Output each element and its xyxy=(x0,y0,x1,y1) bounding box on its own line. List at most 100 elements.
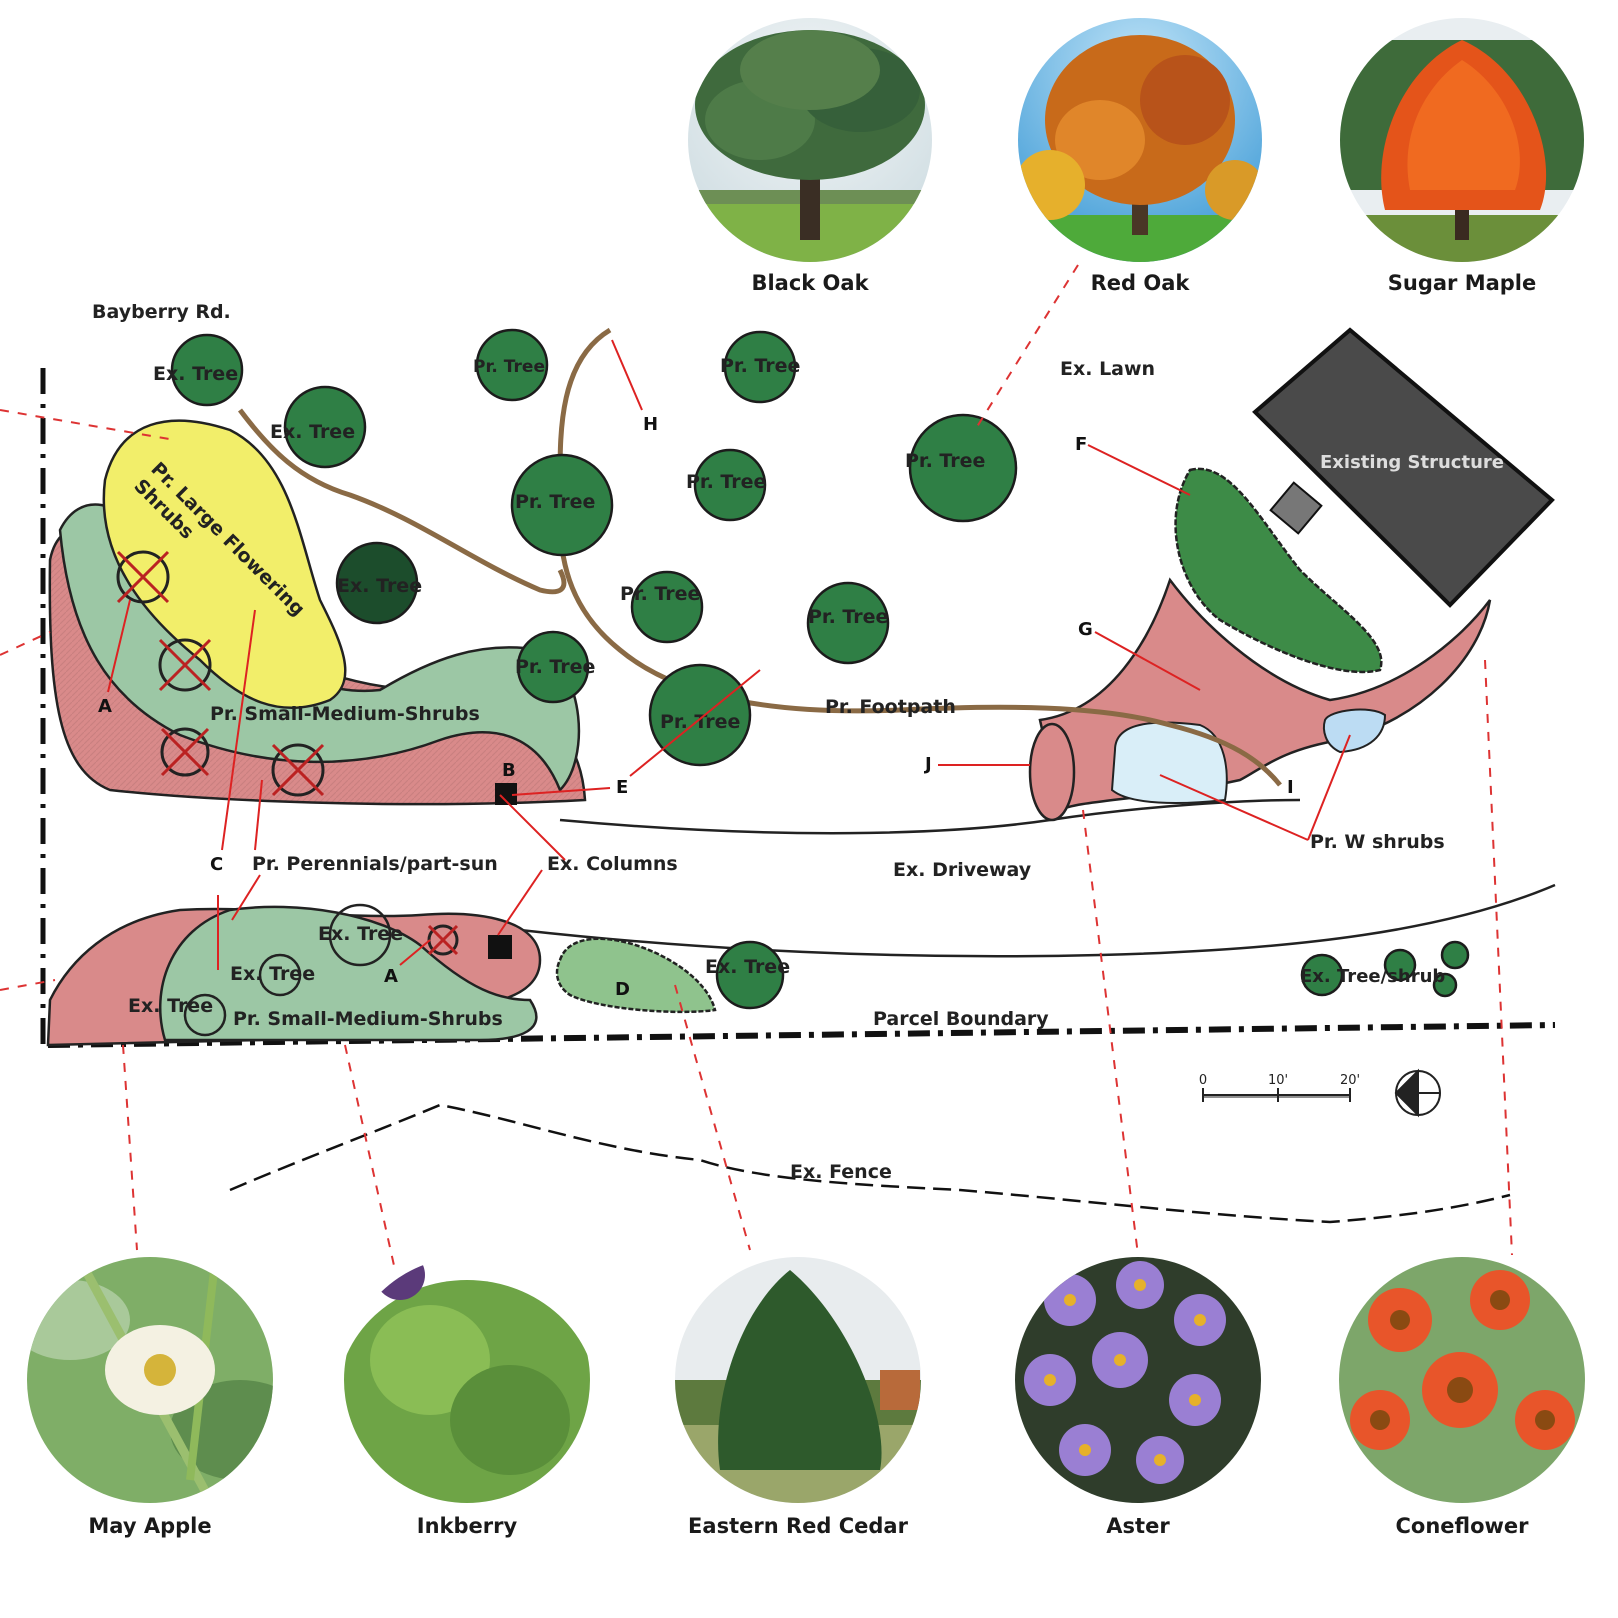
tree-ex-2 xyxy=(283,385,367,469)
label-tree-ex-3: Ex. Tree xyxy=(337,575,422,597)
label-tree-ex-7: Ex. Tree xyxy=(705,956,790,978)
site-plan: 0 10' 20' xyxy=(40,327,1560,1240)
perennial-bed-j xyxy=(1028,722,1076,822)
key-h: H xyxy=(643,414,658,435)
w-shrub-left xyxy=(1110,721,1228,804)
key-e: E xyxy=(616,777,628,798)
photo-sugar-maple xyxy=(1340,18,1584,262)
label-tree-ex-2: Ex. Tree xyxy=(270,421,355,443)
key-f: F xyxy=(1075,434,1087,455)
label-tree-pr-8: Pr. Tree xyxy=(660,711,740,733)
label-driveway: Ex. Driveway xyxy=(893,859,1032,881)
w-shrub-right xyxy=(1322,708,1387,754)
label-tree-pr-3: Pr. Tree xyxy=(515,491,595,513)
key-a-north: A xyxy=(98,696,112,717)
label-tree-ex-4: Ex. Tree xyxy=(318,923,403,945)
label-red-oak: Red Oak xyxy=(1091,271,1191,295)
label-inkberry: Inkberry xyxy=(417,1514,518,1538)
label-w-shrubs: Pr. W shrubs xyxy=(1310,831,1445,853)
label-tree-pr-9: Pr. Tree xyxy=(905,450,985,472)
tree-pr-2 xyxy=(723,330,797,404)
key-b: B xyxy=(502,760,516,781)
photo-may-apple xyxy=(27,1257,273,1503)
tree-pr-1 xyxy=(475,328,549,402)
tree-pr-3 xyxy=(510,453,614,557)
driveway-edge-bottom xyxy=(519,883,1556,958)
tree-pr-7 xyxy=(806,581,890,665)
label-eastern-red-cedar: Eastern Red Cedar xyxy=(688,1514,909,1538)
label-tree-pr-2: Pr. Tree xyxy=(720,355,800,377)
north-arrow-icon xyxy=(1394,1068,1441,1118)
tree-ex-outline-2 xyxy=(258,953,302,997)
label-lawn: Ex. Lawn xyxy=(1060,358,1155,380)
label-aster: Aster xyxy=(1106,1514,1170,1538)
scale-bar xyxy=(1202,1088,1351,1102)
tree-ex-6 xyxy=(1383,948,1417,982)
tree-ex-1 xyxy=(170,333,244,407)
label-tree-pr-7: Pr. Tree xyxy=(808,606,888,628)
tree-pr-5 xyxy=(630,570,704,644)
label-tree-pr-6: Pr. Tree xyxy=(515,656,595,678)
tree-pr-4 xyxy=(693,448,767,522)
large-flowering-shrub-bed xyxy=(102,419,347,709)
column-north xyxy=(495,783,517,805)
key-d: D xyxy=(615,979,630,1000)
key-a-south: A xyxy=(384,966,398,987)
tree-ex-5 xyxy=(1300,953,1344,997)
label-may-apple: May Apple xyxy=(88,1514,211,1538)
tree-ex-4 xyxy=(715,940,785,1010)
tree-pr-9 xyxy=(908,413,1018,523)
photo-inkberry xyxy=(344,1257,590,1503)
footpath-spur xyxy=(238,408,567,595)
label-tree-pr-1: Pr. Tree xyxy=(473,357,545,377)
label-fence: Ex. Fence xyxy=(790,1161,892,1183)
label-columns: Ex. Columns xyxy=(547,853,678,875)
label-parcel: Parcel Boundary xyxy=(873,1008,1049,1030)
photo-aster xyxy=(1015,1257,1261,1503)
shrub-bed-south xyxy=(158,905,538,1042)
tree-ex-8 xyxy=(1432,972,1458,998)
label-small-medium-shrubs-north: Pr. Small-Medium-Shrubs xyxy=(210,703,480,725)
label-tree-ex-5: Ex. Tree xyxy=(230,963,315,985)
scale-10: 10' xyxy=(1268,1073,1288,1088)
label-tree-ex-1: Ex. Tree xyxy=(153,363,238,385)
label-black-oak: Black Oak xyxy=(751,271,869,295)
label-tree-pr-5: Pr. Tree xyxy=(620,583,700,605)
existing-structure xyxy=(1252,327,1555,608)
label-tree-shrub: Ex. Tree/shrub xyxy=(1300,966,1445,987)
label-road: Bayberry Rd. xyxy=(92,301,231,323)
tree-ex-outline-1 xyxy=(328,903,392,967)
cedar-shrub-d xyxy=(555,937,717,1014)
scale-0: 0 xyxy=(1199,1073,1207,1088)
tree-ex-outline-3 xyxy=(183,993,227,1037)
key-i: I xyxy=(1287,777,1294,798)
trees xyxy=(170,328,1470,1010)
label-coneflower: Coneflower xyxy=(1395,1514,1529,1538)
shrub-bed-f xyxy=(1174,467,1383,674)
scale-20: 20' xyxy=(1340,1073,1360,1088)
tree-pr-6 xyxy=(516,630,590,704)
label-structure: Existing Structure xyxy=(1320,452,1504,473)
fence-line xyxy=(229,1103,1511,1224)
key-c: C xyxy=(210,854,223,875)
label-tree-pr-4: Pr. Tree xyxy=(686,471,766,493)
key-leader-arrows xyxy=(107,339,1351,970)
photo-coneflower xyxy=(1339,1257,1585,1503)
existing-tree-outlines xyxy=(183,903,392,1037)
label-tree-ex-6: Ex. Tree xyxy=(128,995,213,1017)
photo-red-oak xyxy=(1018,18,1262,262)
photo-leader-lines xyxy=(0,264,1513,1271)
key-letters: A A B C D E F G H I J xyxy=(98,414,1294,1000)
key-g: G xyxy=(1078,619,1093,640)
tree-ex-7 xyxy=(1440,940,1470,970)
photo-black-oak xyxy=(688,18,932,262)
tree-ex-3 xyxy=(335,541,419,625)
label-small-medium-shrubs-south: Pr. Small-Medium-Shrubs xyxy=(233,1008,503,1030)
column-south xyxy=(488,935,512,959)
key-j: J xyxy=(923,754,932,775)
label-footpath: Pr. Footpath xyxy=(825,696,956,718)
photo-eastern-red-cedar xyxy=(675,1257,921,1503)
label-sugar-maple: Sugar Maple xyxy=(1388,271,1537,295)
label-perennials: Pr. Perennials/part-sun xyxy=(252,853,498,875)
